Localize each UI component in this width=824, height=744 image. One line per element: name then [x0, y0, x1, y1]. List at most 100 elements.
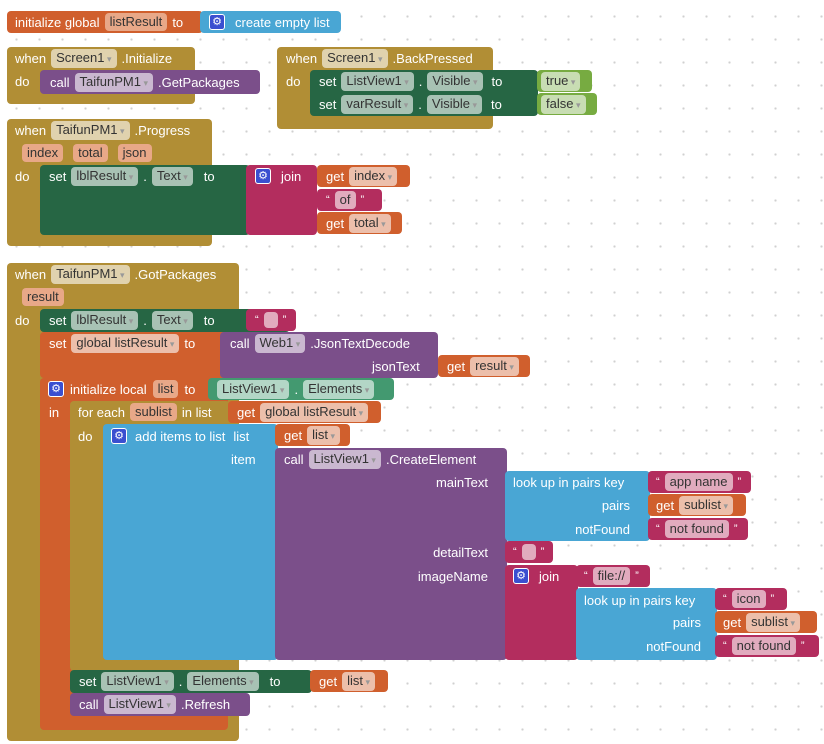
variable-dropdown[interactable]: global listResult — [260, 402, 369, 422]
label: call — [284, 451, 304, 467]
label: when — [286, 50, 318, 66]
component-dropdown[interactable]: TaifunPM1 — [51, 120, 130, 140]
label: set — [319, 73, 337, 89]
label: .Initialize — [121, 50, 173, 66]
label: to — [184, 381, 196, 397]
variable-dropdown[interactable]: sublist — [679, 495, 733, 515]
component-dropdown[interactable]: Web1 — [254, 333, 306, 353]
quote: ” — [737, 476, 742, 488]
component-dropdown[interactable]: Screen1 — [322, 48, 388, 68]
label: do — [15, 168, 30, 184]
component-dropdown[interactable]: TaifunPM1 — [51, 264, 130, 284]
property-dropdown[interactable]: Text — [151, 166, 193, 186]
gear-icon[interactable]: ⚙ — [255, 168, 271, 184]
component-dropdown[interactable]: varResult — [341, 94, 414, 114]
component-dropdown[interactable]: Screen1 — [51, 48, 117, 68]
param-index[interactable]: index — [22, 144, 64, 162]
label: to — [203, 168, 215, 184]
lookup-in-pairs-block[interactable] — [576, 588, 717, 660]
variable-dropdown[interactable]: global listResult — [71, 333, 180, 353]
add-items-to-list-block[interactable] — [103, 424, 278, 660]
label: add items to list — [135, 428, 226, 444]
property-dropdown[interactable]: Visible — [426, 94, 483, 114]
label: item — [231, 451, 256, 467]
quote: “ — [326, 194, 330, 206]
label: do — [286, 73, 301, 89]
component-dropdown[interactable]: TaifunPM1 — [74, 72, 153, 92]
label: imageName — [417, 568, 488, 584]
text-field[interactable]: of — [334, 191, 356, 209]
param-json[interactable]: json — [117, 144, 152, 162]
label: get — [447, 358, 466, 374]
component-dropdown[interactable]: ListView1 — [308, 449, 381, 469]
global-var-name[interactable]: listResult — [104, 13, 168, 31]
label: get — [326, 168, 345, 184]
label: to — [491, 96, 502, 112]
text-field[interactable] — [263, 312, 278, 328]
gear-icon[interactable]: ⚙ — [48, 381, 64, 397]
label: do — [15, 73, 30, 89]
label: jsonText — [372, 358, 420, 374]
label: to — [203, 312, 215, 328]
loop-var-name[interactable]: sublist — [129, 403, 177, 421]
param-result[interactable]: result — [22, 288, 64, 306]
create-empty-list-block[interactable] — [200, 11, 341, 33]
property-dropdown[interactable]: Visible — [427, 71, 483, 91]
component-dropdown[interactable]: ListView1 — [103, 694, 176, 714]
variable-dropdown[interactable]: sublist — [746, 612, 800, 632]
local-var-name[interactable]: list — [152, 380, 179, 398]
call-createelement-block[interactable] — [275, 448, 507, 660]
label: join — [539, 568, 560, 584]
label: mainText — [435, 474, 488, 490]
label: get — [319, 673, 338, 689]
component-dropdown[interactable]: lblResult — [71, 166, 139, 186]
quote: “ — [513, 546, 517, 558]
label: detailText — [433, 544, 488, 560]
label: when — [15, 266, 47, 282]
variable-dropdown[interactable]: result — [470, 356, 519, 376]
text-field[interactable]: not found — [731, 637, 796, 655]
text-field[interactable]: file:// — [592, 567, 631, 585]
boolean-dropdown[interactable]: true — [541, 71, 581, 91]
label: get — [656, 497, 675, 513]
text-field[interactable]: icon — [731, 590, 766, 608]
quote: “ — [723, 640, 727, 652]
variable-dropdown[interactable]: list — [307, 425, 340, 445]
property-dropdown[interactable]: Elements — [303, 379, 375, 399]
property-dropdown[interactable]: Text — [151, 310, 193, 330]
label: call — [50, 74, 70, 90]
quote: “ — [656, 523, 660, 535]
label: set — [49, 168, 67, 184]
label: initialize local — [70, 381, 147, 397]
variable-dropdown[interactable]: index — [349, 166, 398, 186]
text-field[interactable]: not found — [664, 520, 729, 538]
label: .JsonTextDecode — [310, 335, 411, 351]
component-dropdown[interactable]: ListView1 — [217, 379, 290, 399]
gear-icon[interactable]: ⚙ — [209, 14, 225, 30]
label: get — [723, 614, 742, 630]
component-dropdown[interactable]: lblResult — [71, 310, 139, 330]
variable-dropdown[interactable]: list — [342, 671, 375, 691]
gear-icon[interactable]: ⚙ — [111, 428, 127, 444]
text-field[interactable]: app name — [664, 473, 733, 491]
label: . — [178, 673, 183, 689]
label: . — [418, 73, 423, 89]
boolean-dropdown[interactable]: false — [541, 94, 586, 114]
label: to — [172, 14, 184, 30]
param-total[interactable]: total — [73, 144, 108, 162]
label: .Refresh — [180, 696, 231, 712]
component-dropdown[interactable]: ListView1 — [341, 71, 414, 91]
gear-icon[interactable]: ⚙ — [513, 568, 529, 584]
quote: ” — [282, 314, 287, 326]
lookup-in-pairs-block[interactable] — [505, 471, 650, 541]
variable-dropdown[interactable]: total — [349, 213, 391, 233]
component-dropdown[interactable]: ListView1 — [101, 671, 174, 691]
label: to — [491, 73, 503, 89]
text-field[interactable] — [521, 544, 536, 560]
label: join — [281, 168, 302, 184]
label: set — [319, 96, 337, 112]
property-dropdown[interactable]: Elements — [187, 671, 259, 691]
label: pairs — [601, 497, 630, 513]
label: create empty list — [235, 14, 330, 30]
label: in — [49, 404, 60, 420]
